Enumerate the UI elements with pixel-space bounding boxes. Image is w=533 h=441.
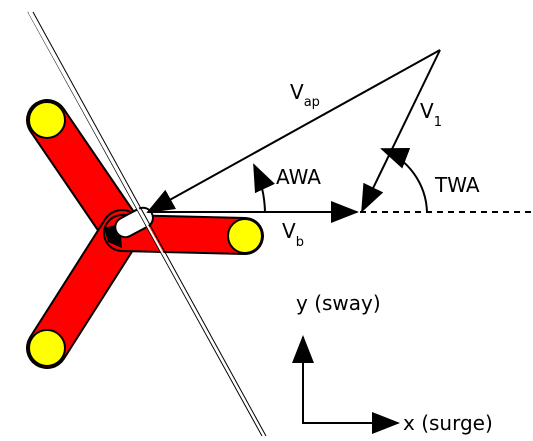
y-axis-label: y (sway) — [296, 291, 381, 315]
arm-end-cap — [28, 329, 66, 367]
twa-label: TWA — [434, 173, 480, 197]
axes: y (sway) x (surge) — [292, 291, 493, 435]
mast-line-1 — [27, 11, 263, 437]
v-ap-arrow — [146, 49, 441, 213]
mast-line-gap — [28, 11, 265, 437]
arm-end-cap — [227, 218, 263, 254]
twa-arc — [380, 148, 428, 213]
x-axis-label: x (surge) — [403, 411, 493, 435]
v1-label: V1 — [420, 99, 442, 130]
arm-lower-left — [26, 209, 143, 369]
arm-right — [103, 214, 264, 255]
arm-end-cap — [28, 101, 66, 139]
arm-upper-left — [26, 99, 143, 251]
v-ap-label: Vap — [290, 80, 320, 110]
awa-arc — [253, 163, 275, 213]
vessel — [26, 99, 264, 369]
sail — [114, 206, 154, 239]
awa-label: AWA — [276, 165, 321, 189]
mast-line-2 — [32, 11, 267, 437]
v1-arrow — [361, 49, 441, 213]
vb-label: Vb — [282, 219, 304, 250]
